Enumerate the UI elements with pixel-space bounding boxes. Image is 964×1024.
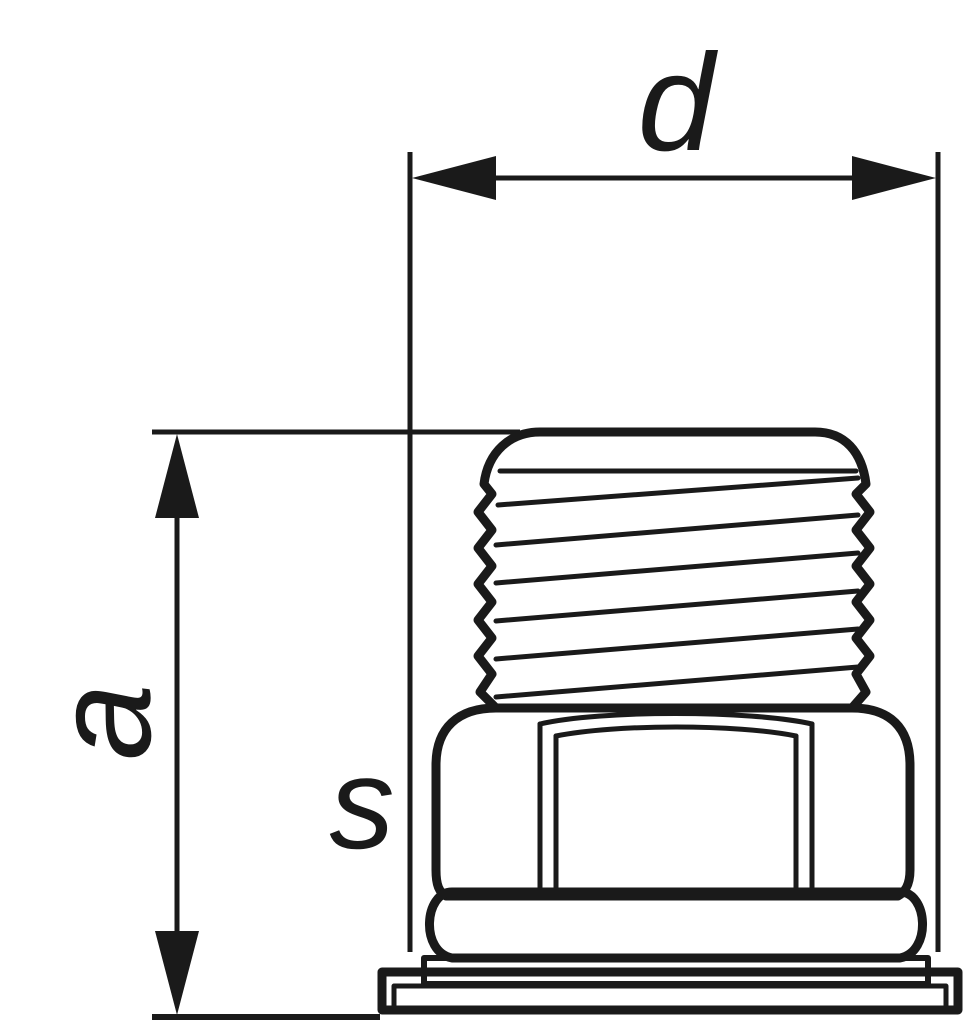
- arrowhead-bottom: [155, 931, 199, 1015]
- arrowhead-right: [852, 156, 936, 200]
- arrowhead-top: [155, 434, 199, 518]
- hex-inner-arc: [553, 724, 799, 739]
- base-flange: [377, 967, 963, 1015]
- thread-helix-lines: [493, 475, 861, 700]
- label-a: a: [26, 684, 180, 761]
- label-d: d: [638, 26, 719, 180]
- label-s: s: [330, 730, 395, 876]
- fitting: [377, 427, 963, 1015]
- dimension-a: [152, 429, 520, 1020]
- arrowhead-left: [412, 156, 496, 200]
- dimension-d: [407, 152, 941, 952]
- hex-top-arc: [537, 711, 815, 727]
- collar: [425, 887, 927, 963]
- hex-outline: [431, 703, 915, 901]
- base-flange-inner: [391, 983, 949, 1013]
